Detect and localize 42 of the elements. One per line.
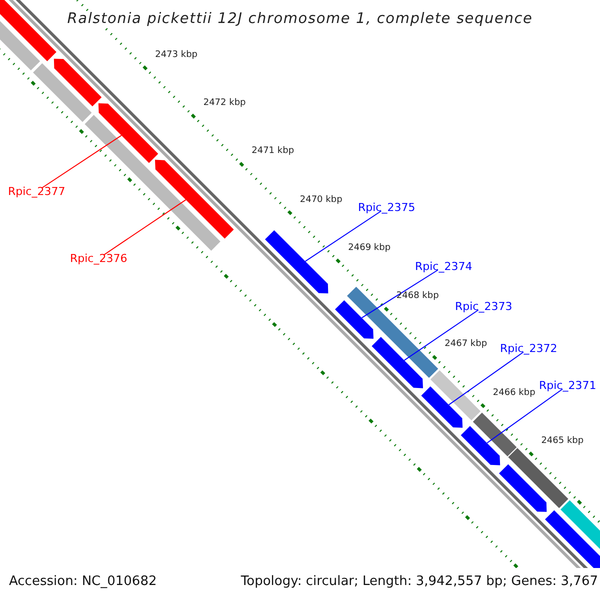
- gene-feature: [460, 426, 500, 466]
- gene-feature: [372, 336, 423, 388]
- tick-label: 2468 kbp: [396, 291, 439, 302]
- gene-feature: [545, 510, 600, 568]
- leader-line: [486, 388, 564, 444]
- leader-line: [404, 310, 479, 361]
- gene-label: Rpic_2371: [539, 379, 596, 392]
- accession-text: Accession: NC_010682: [9, 574, 157, 589]
- gene-feature: [155, 160, 234, 239]
- gene-feature: [33, 63, 92, 122]
- gene-label: Rpic_2376: [70, 252, 128, 265]
- leader-line: [304, 210, 382, 262]
- gene-feature: [84, 114, 220, 251]
- gene-feature: [508, 448, 568, 508]
- gene-label: Rpic_2375: [358, 201, 416, 214]
- gene-feature: [54, 58, 102, 106]
- gene-label: Rpic_2377: [8, 185, 66, 198]
- gene-feature: [335, 300, 374, 339]
- tick-label: 2466 kbp: [492, 388, 536, 398]
- gene-feature: [347, 286, 438, 378]
- tick-label: 2473 kbp: [155, 50, 198, 60]
- gene-feature: [265, 230, 328, 294]
- leader-line: [361, 270, 438, 318]
- tick-label: 2472 kbp: [203, 98, 246, 108]
- leader-line: [41, 134, 122, 188]
- genome-info-text: Topology: circular; Length: 3,942,557 bp; Genes: 3,767: [240, 574, 598, 589]
- leader-line: [103, 199, 186, 256]
- leader-line: [448, 352, 524, 406]
- tick-label: 2467 kbp: [444, 339, 488, 350]
- gene-feature: [421, 386, 463, 428]
- tick-label: 2470 kbp: [300, 194, 342, 205]
- gene-feature: [98, 103, 158, 163]
- gene-feature: [0, 0, 56, 62]
- gene-feature: [472, 412, 517, 456]
- tick-label: 2469 kbp: [348, 242, 391, 253]
- gene-label: Rpic_2374: [415, 260, 472, 273]
- gene-label: Rpic_2373: [455, 300, 512, 313]
- gene-label: Rpic_2372: [500, 342, 558, 355]
- gene-feature: [430, 370, 481, 420]
- tick-label: 2471 kbp: [252, 146, 294, 156]
- tick-label: 2465 kbp: [541, 436, 584, 446]
- gene-feature: [499, 464, 547, 512]
